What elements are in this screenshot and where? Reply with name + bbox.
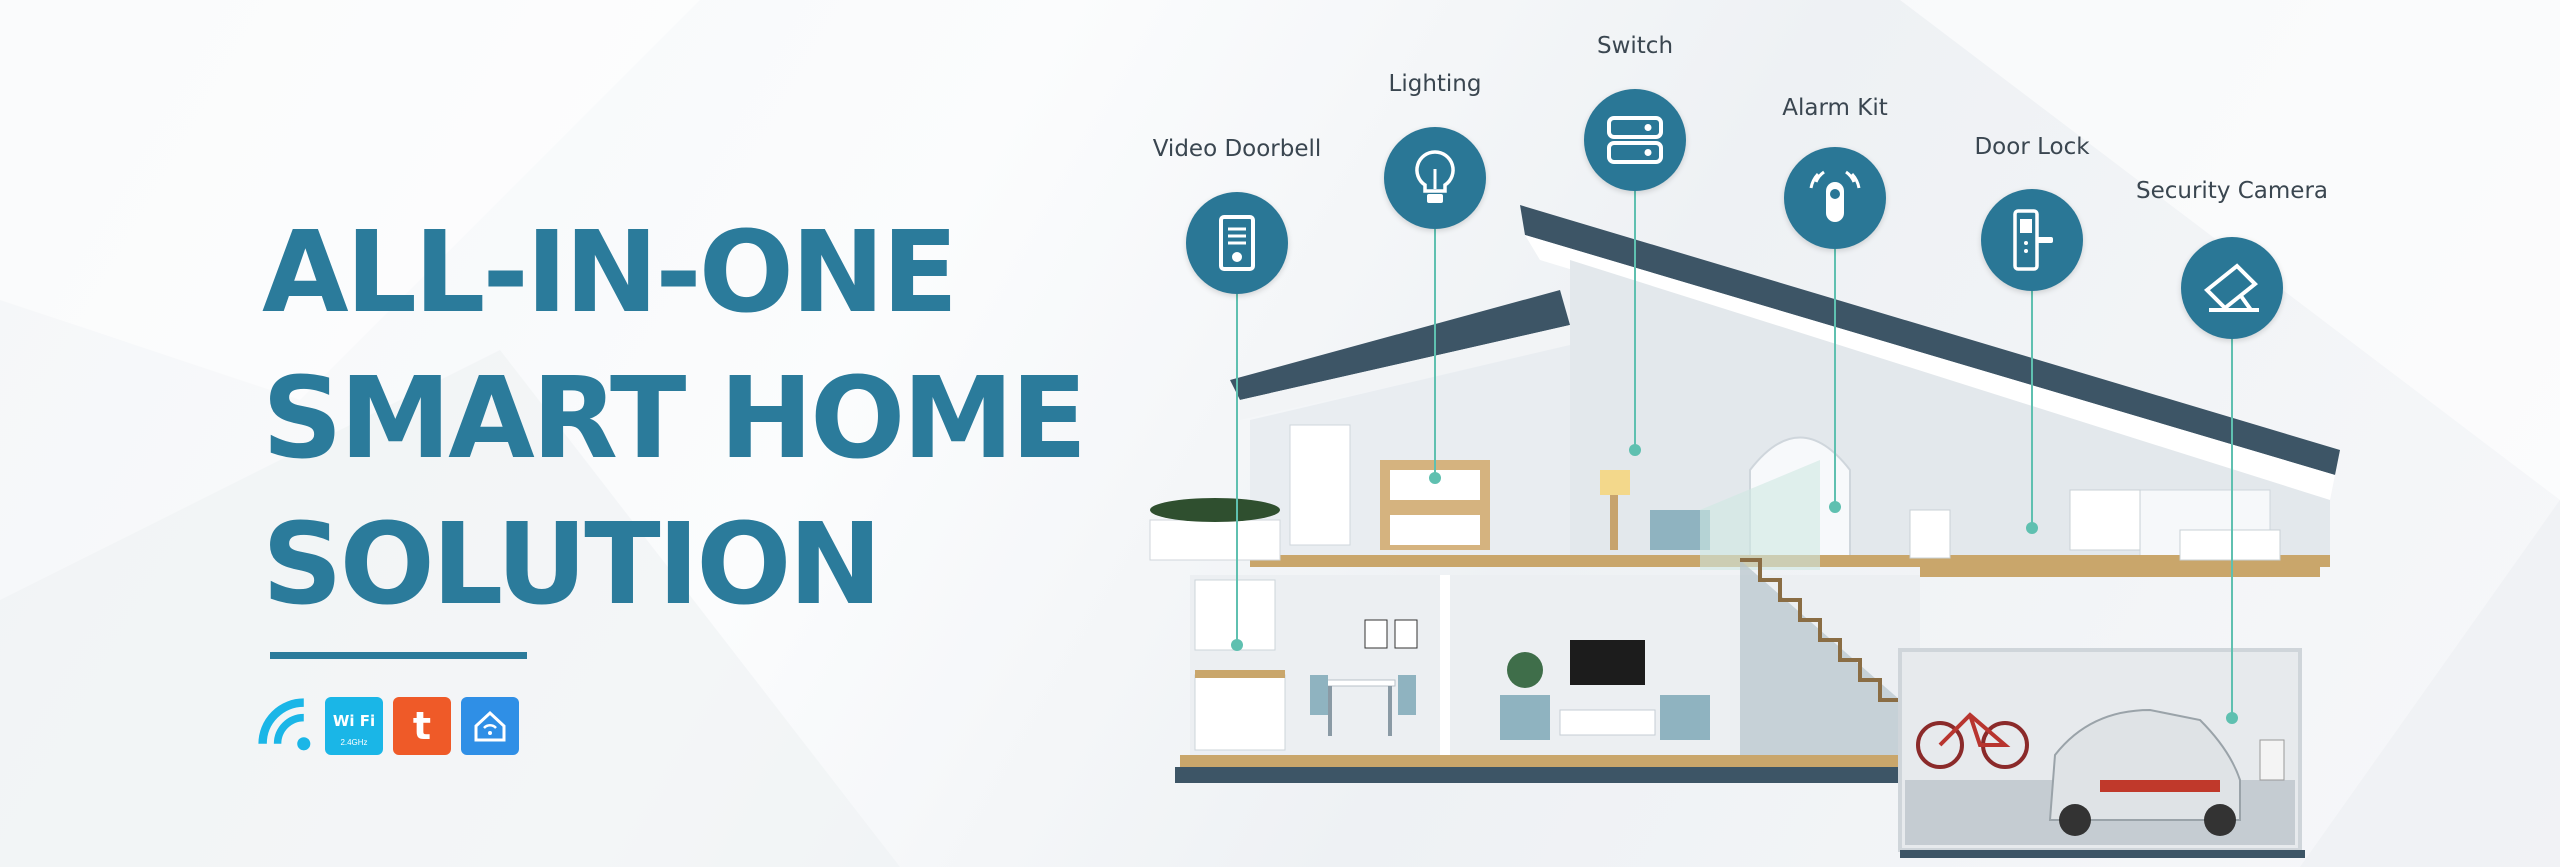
hero-title-line-3: SOLUTION — [262, 500, 882, 630]
alarm-kit-leader-dot — [1829, 501, 1841, 513]
door-lock-icon — [1981, 189, 2083, 291]
door-lock-label: Door Lock — [1974, 134, 2090, 160]
wifi-badge-subtext: 2.4GHz — [340, 738, 368, 747]
security-camera-icon — [2181, 237, 2283, 339]
switch-leader-line — [1634, 191, 1636, 450]
hero-title: ALL-IN-ONE SMART HOME SOLUTION — [262, 200, 1087, 638]
video-doorbell-leader-line — [1236, 294, 1238, 645]
switch-leader-dot — [1629, 444, 1641, 456]
security-camera-label: Security Camera — [2135, 178, 2329, 204]
lighting-leader-dot — [1429, 472, 1441, 484]
light-bulb-icon — [1384, 127, 1486, 229]
alarm-sensor-icon — [1784, 147, 1886, 249]
security-camera-leader-dot — [2226, 712, 2238, 724]
smart-home-app-icon — [461, 697, 519, 755]
switch-icon — [1584, 89, 1686, 191]
alarm-kit-leader-line — [1834, 249, 1836, 507]
hero-title-line-2: SMART HOME — [262, 354, 1087, 484]
video-doorbell-icon — [1186, 192, 1288, 294]
hero-title-line-1: ALL-IN-ONE — [262, 208, 958, 338]
video-doorbell-label: Video Doorbell — [1152, 136, 1322, 162]
wifi-badge-icon: Wi Fi 2.4GHz — [325, 697, 383, 755]
title-divider — [270, 652, 527, 659]
lighting-label: Lighting — [1388, 71, 1482, 97]
door-lock-leader-line — [2031, 291, 2033, 528]
wifi-badge-text: Wi Fi — [332, 712, 376, 730]
alarm-kit-label: Alarm Kit — [1782, 95, 1888, 121]
door-lock-leader-dot — [2026, 522, 2038, 534]
wifi-signal-icon — [257, 697, 315, 755]
security-camera-leader-line — [2231, 339, 2233, 718]
lighting-leader-line — [1434, 229, 1436, 478]
tuya-app-icon: t — [393, 697, 451, 755]
compatibility-badges: Wi Fi 2.4GHz t — [257, 697, 519, 755]
video-doorbell-leader-dot — [1231, 639, 1243, 651]
tuya-badge-text: t — [412, 704, 432, 748]
switch-label: Switch — [1596, 33, 1674, 59]
house-illustration — [1149, 205, 2340, 858]
